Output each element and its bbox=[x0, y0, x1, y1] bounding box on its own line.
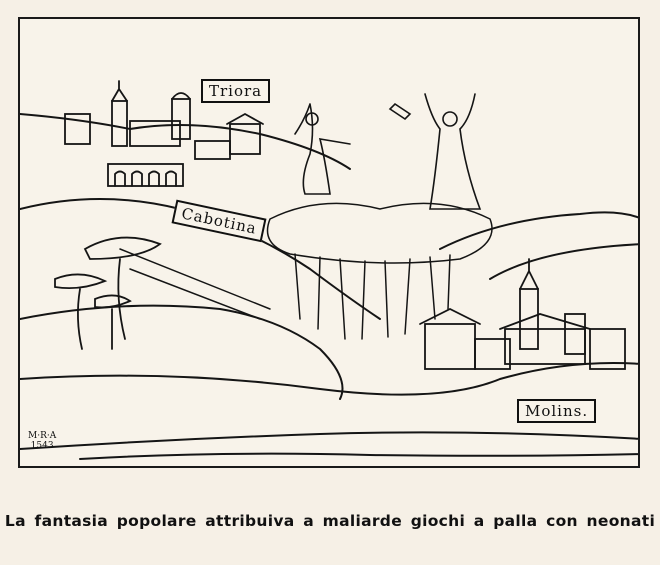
woodcut-illustration: Triora Cabotina Molins. M·R·A 1543 bbox=[18, 17, 640, 468]
monogram-year: 1543 bbox=[30, 441, 54, 451]
town-molins bbox=[419, 258, 626, 370]
place-label-molins: Molins. bbox=[517, 399, 597, 423]
pine-trees bbox=[54, 236, 162, 350]
artist-monogram: M·R·A 1543 bbox=[28, 431, 56, 451]
road-line bbox=[119, 248, 271, 320]
hill-line bbox=[20, 362, 638, 396]
hill-line bbox=[489, 243, 638, 280]
river-line bbox=[79, 452, 638, 460]
hill-line bbox=[20, 304, 344, 400]
hill-line bbox=[439, 211, 638, 250]
forest bbox=[266, 202, 493, 340]
witches bbox=[294, 93, 482, 210]
monogram-initials: M·R·A bbox=[28, 431, 57, 441]
infant bbox=[388, 102, 412, 121]
town-triora bbox=[64, 80, 264, 187]
place-label-triora: Triora bbox=[201, 79, 271, 103]
river-line bbox=[20, 431, 638, 450]
landscape-drawing bbox=[20, 80, 638, 460]
figure-caption: La fantasia popolare attribuiva a maliar… bbox=[4, 512, 656, 530]
hill-line bbox=[20, 113, 351, 170]
